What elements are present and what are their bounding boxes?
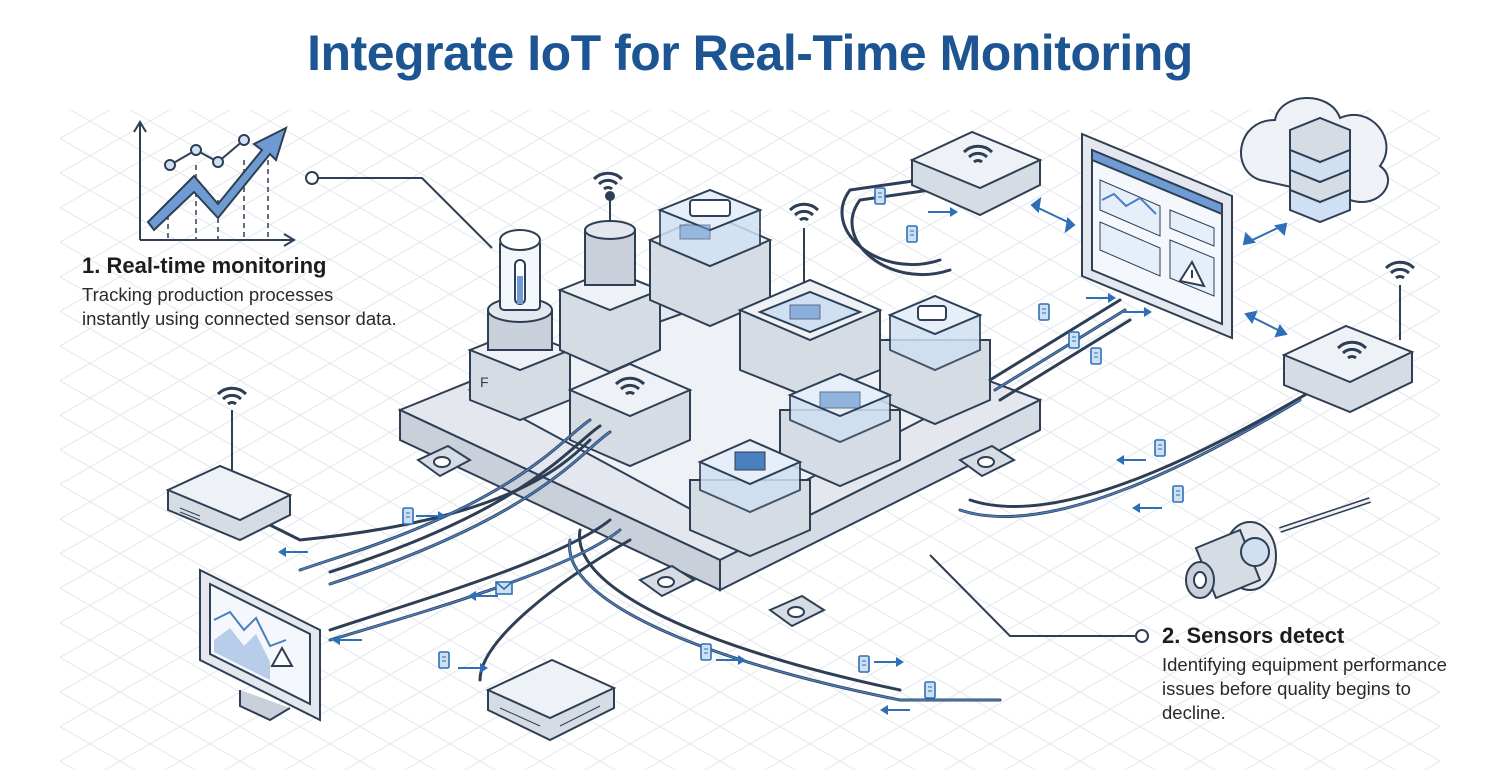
- router-top: [909, 130, 1043, 217]
- svg-text:F: F: [480, 374, 489, 390]
- trend-chart-icon: [133, 120, 296, 247]
- pressure-sensor-icon: [557, 171, 663, 374]
- flow-arrows: [1030, 196, 1288, 338]
- dashboard-monitor-icon: [199, 568, 321, 722]
- alert-icon: [1178, 259, 1206, 288]
- router-icon: [165, 386, 293, 542]
- page-title: Integrate IoT for Real-Time Monitoring: [307, 25, 1193, 81]
- junction-box-icon: [647, 188, 773, 328]
- callout-sensors-detect: 2. Sensors detect Identifying equipment …: [1162, 623, 1462, 725]
- controller-box: [779, 372, 901, 488]
- motor-sensor-icon: [1185, 497, 1371, 600]
- callout-body: Tracking production processes instantly …: [82, 284, 397, 329]
- callout-1-leader: [305, 171, 493, 249]
- callout-body: Identifying equipment performance issues…: [1162, 654, 1447, 723]
- callout-heading: 1. Real-time monitoring: [82, 253, 327, 278]
- cables: [258, 178, 1312, 702]
- callout-heading: 2. Sensors detect: [1162, 623, 1345, 648]
- dashboard-screen: [1081, 132, 1233, 340]
- cloud-server-icon: [1240, 97, 1390, 224]
- callout-2-leader: [929, 554, 1149, 643]
- envelope-icon: [495, 581, 513, 595]
- network-switch-icon: [485, 658, 617, 742]
- wireless-node: [567, 362, 693, 468]
- processor-box: [689, 438, 811, 558]
- sensor-box-right: [879, 294, 991, 426]
- thermometer-sensor-icon: F: [467, 229, 573, 422]
- antenna-icon: [788, 202, 820, 290]
- callout-real-time-monitoring: 1. Real-time monitoring Tracking product…: [82, 253, 402, 331]
- router-right: [1281, 260, 1416, 414]
